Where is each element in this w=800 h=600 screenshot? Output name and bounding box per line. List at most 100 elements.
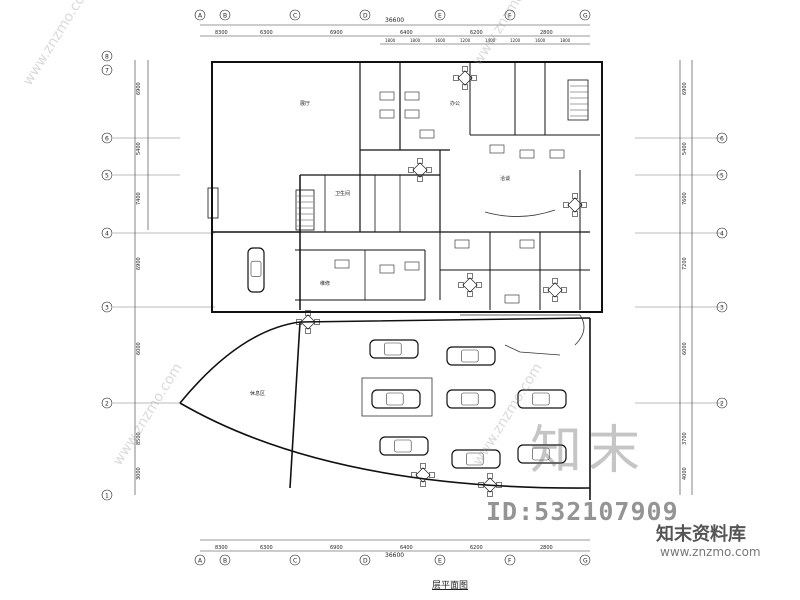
left-dims-2: 7400	[136, 192, 142, 205]
room-tag-2: 办公	[450, 100, 460, 107]
small-dim-4: 1400	[485, 38, 496, 43]
axis-bubble-left-6	[101, 397, 113, 409]
axis-bubble-bottom-4	[434, 554, 446, 566]
table-set-2	[458, 273, 482, 297]
axis-bubble-top-4	[434, 9, 446, 21]
right-dims-0: 6900	[682, 82, 688, 95]
axis-bubble-top-3	[359, 9, 371, 21]
axis-label-top-6: G	[583, 13, 588, 20]
axis-label-left-5: 3	[105, 305, 109, 312]
axis-bubble-top-2	[289, 9, 301, 21]
table-set-4	[411, 463, 435, 487]
axis-label-bottom-0: A	[198, 558, 203, 565]
desk-4	[419, 129, 435, 139]
room-tag-1: 展厅	[300, 101, 310, 107]
car-4	[517, 389, 567, 409]
building-walls	[207, 61, 603, 313]
left-dims-3: 6900	[136, 257, 142, 270]
cars-group	[247, 247, 567, 469]
bottom-dimension-lines	[200, 539, 590, 552]
car-3	[446, 389, 496, 409]
desk-2	[379, 109, 395, 119]
reception-desks	[460, 209, 585, 356]
bay-dims-top-4: 6200	[470, 30, 483, 36]
desk-3	[404, 109, 420, 119]
plan-title: 层平面图	[432, 581, 469, 591]
desk-1	[404, 91, 420, 101]
axis-label-left-4: 4	[105, 231, 109, 238]
right-dims-4: 6000	[682, 342, 688, 355]
side-dimension-lines	[134, 60, 693, 495]
axis-label-bottom-1: B	[223, 558, 227, 565]
axis-label-left-0: 8	[105, 54, 109, 61]
axis-bubble-bottom-3	[359, 554, 371, 566]
bay-dims-top-3: 6400	[400, 30, 413, 36]
axis-label-top-1: B	[223, 13, 227, 20]
grid-lines	[113, 137, 722, 404]
car-5	[379, 436, 429, 456]
axis-label-bottom-5: F	[508, 558, 512, 565]
car-6	[451, 449, 501, 469]
bay-dims-bottom-1: 6300	[260, 545, 273, 551]
furniture-group	[296, 66, 587, 497]
axis-bubble-left-7	[101, 489, 113, 501]
axis-bubble-bottom-5	[504, 554, 516, 566]
axis-label-top-2: C	[293, 13, 297, 20]
axis-label-left-2: 6	[105, 136, 109, 143]
car-2	[371, 389, 421, 409]
car-1	[446, 346, 496, 366]
desk-11	[519, 239, 535, 249]
axis-label-bottom-4: E	[438, 558, 442, 565]
bay-dims-bottom-0: 8300	[215, 545, 228, 551]
axis-label-left-1: 7	[105, 68, 109, 75]
small-dim-1: 1800	[410, 38, 421, 43]
watermark-brand: 知末资料库	[656, 524, 746, 545]
top-dimension-lines	[200, 24, 590, 45]
left-dims-1: 5400	[136, 142, 142, 155]
axis-bubble-bottom-6	[579, 554, 591, 566]
desk-7	[549, 149, 565, 159]
table-set-0	[453, 66, 477, 90]
bay-dims-bottom-3: 6400	[400, 545, 413, 551]
car-8	[247, 247, 265, 293]
table-set-7	[408, 158, 432, 182]
desk-13	[404, 261, 420, 271]
axis-bubble-bottom-0	[194, 554, 206, 566]
bay-dims-top-2: 6900	[330, 30, 343, 36]
room-tag-6: 休息区	[250, 390, 265, 397]
small-dim-6: 1600	[535, 38, 546, 43]
bay-dims-bottom-4: 6200	[470, 545, 483, 551]
left-dims-4: 6000	[136, 342, 142, 355]
left-dims-0: 6900	[136, 82, 142, 95]
table-set-3	[543, 278, 567, 302]
axis-label-top-4: E	[438, 13, 442, 20]
small-dim-3: 1200	[460, 38, 471, 43]
small-dim-7: 1800	[560, 38, 571, 43]
small-dim-0: 1800	[385, 38, 396, 43]
bottom-axis-bubbles: A B C D E F G	[194, 554, 591, 566]
room-tag-5: 维修	[320, 280, 330, 287]
axis-label-bottom-3: D	[363, 558, 368, 565]
display-platform	[361, 377, 433, 417]
bay-dims-top-0: 8300	[215, 30, 228, 36]
small-dim-5: 1200	[510, 38, 521, 43]
desk-12	[504, 294, 520, 304]
axis-bubble-left-1	[101, 64, 113, 76]
desk-5	[489, 144, 505, 154]
left-dims-5: 8500	[136, 432, 142, 445]
desk-9	[379, 264, 395, 274]
axis-bubble-left-2	[101, 132, 113, 144]
watermark-id: ID:532107909	[486, 497, 679, 526]
axis-label-bottom-6: G	[583, 558, 588, 565]
desk-10	[454, 239, 470, 249]
axis-bubble-left-4	[101, 227, 113, 239]
desk-0	[379, 91, 395, 101]
axis-bubble-bottom-1	[219, 554, 231, 566]
watermark-big: 知末	[530, 421, 647, 481]
bay-dims-top-1: 6300	[260, 30, 273, 36]
axis-label-bottom-2: C	[293, 558, 297, 565]
desk-6	[519, 149, 535, 159]
axis-label-right-2: 6	[720, 136, 724, 143]
right-dims-5: 3700	[682, 432, 688, 445]
